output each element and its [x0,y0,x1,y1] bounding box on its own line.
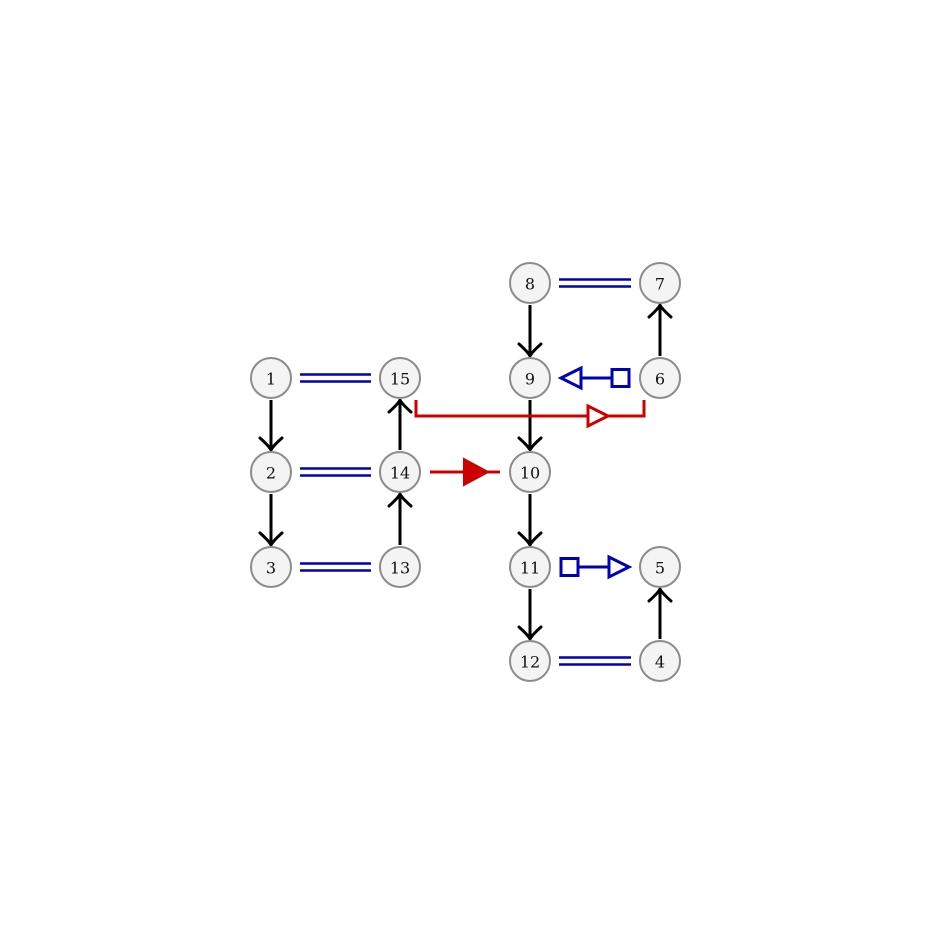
node-9: 9 [509,357,551,399]
arrow-head [387,398,413,414]
node-circle [639,546,681,588]
node-label: 2 [266,464,276,483]
edge-9-10 [517,400,543,452]
node-label: 1 [266,370,276,389]
node-13: 13 [379,546,421,588]
node-circle [509,640,551,682]
node-label: 5 [655,559,665,578]
node-2: 2 [250,451,292,493]
node-circle [379,546,421,588]
node-3: 3 [250,546,292,588]
node-5: 5 [639,546,681,588]
edge-13-14 [387,492,413,545]
node-8: 8 [509,262,551,304]
node-label: 6 [655,370,665,389]
edge-14-10 [430,457,500,487]
node-circle [250,357,292,399]
node-label: 8 [525,275,535,294]
edge-2-3 [258,494,284,547]
node-10: 10 [509,451,551,493]
filled-triangle-marker [463,457,491,487]
edge-11-12 [517,589,543,641]
node-label: 9 [525,370,535,389]
node-11: 11 [509,546,551,588]
node-label: 12 [520,653,540,672]
open-triangle-marker [586,403,612,429]
edge-6-9 [557,365,631,391]
node-circle [379,357,421,399]
node-circle [509,262,551,304]
node-circle [250,546,292,588]
node-label: 14 [390,464,410,483]
arrow-head [258,531,284,547]
open-triangle-marker [557,365,583,391]
node-circle [379,451,421,493]
node-circle [509,546,551,588]
edge-11-5 [559,554,633,580]
node-label: 13 [390,559,410,578]
arrow-head [258,436,284,452]
arrow-head [517,625,543,641]
arrow-head [387,492,413,508]
node-6: 6 [639,357,681,399]
arrow-head [647,303,673,319]
node-label: 4 [655,653,665,672]
edge-1-2 [258,400,284,452]
edge-6-7 [647,303,673,356]
node-14: 14 [379,451,421,493]
square-marker [610,368,631,388]
arrow-head [517,436,543,452]
node-label: 10 [520,464,540,483]
open-triangle-marker [607,554,633,580]
node-circle [639,357,681,399]
node-label: 15 [390,370,410,389]
edge-15-6 [414,400,646,429]
bracket-line [414,400,646,418]
edge-3-13 [300,562,371,572]
edge-2-14 [300,467,371,477]
node-circle [250,451,292,493]
edge-1-15 [300,373,371,383]
node-12: 12 [509,640,551,682]
node-label: 11 [520,559,540,578]
node-1: 1 [250,357,292,399]
node-label: 7 [655,275,665,294]
arrow-head [517,342,543,358]
node-circle [509,357,551,399]
edge-12-4 [559,656,631,666]
arrow-head [647,587,673,603]
edges-layer [258,278,673,666]
edge-8-7 [559,278,631,288]
node-7: 7 [639,262,681,304]
node-circle [639,262,681,304]
node-15: 15 [379,357,421,399]
edge-8-9 [517,305,543,358]
node-circle [509,451,551,493]
edge-10-11 [517,494,543,547]
edge-14-15 [387,398,413,450]
node-label: 3 [266,559,276,578]
node-circle [639,640,681,682]
node-4: 4 [639,640,681,682]
edge-4-5 [647,587,673,639]
square-marker [559,557,580,577]
arrow-head [517,531,543,547]
